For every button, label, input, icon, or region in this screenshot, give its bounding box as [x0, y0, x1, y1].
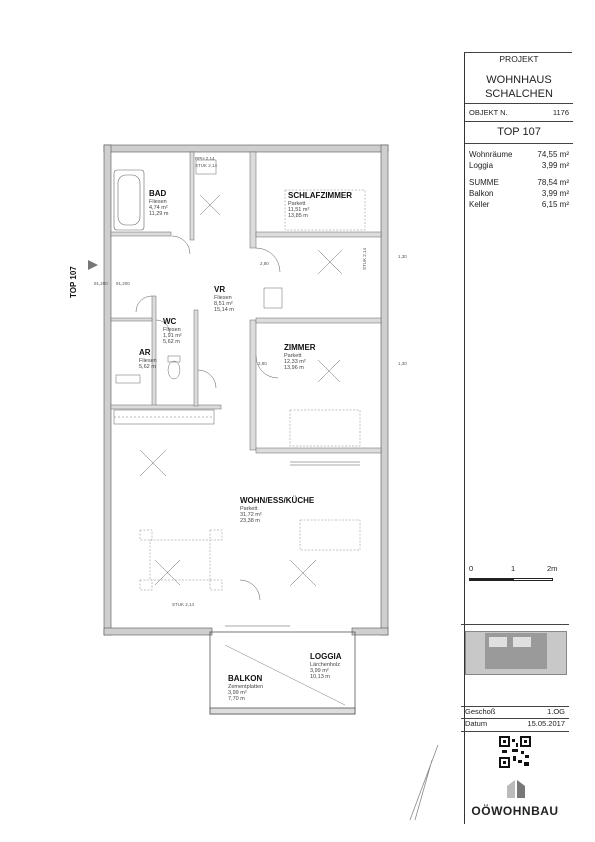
room-label-balkon: BALKON Zementplatten 3,99 m² 7,70 m: [228, 674, 263, 702]
svg-text:WC: WC: [163, 317, 177, 326]
svg-text:Fliesen: Fliesen: [214, 295, 232, 301]
svg-text:13,96 m: 13,96 m: [284, 365, 304, 371]
room-label-vr: VR Fliesen 8,51 m² 15,14 m: [214, 285, 234, 313]
svg-text:RPH 2,14: RPH 2,14: [195, 156, 215, 161]
objekt-label: OBJEKT N.: [469, 108, 508, 117]
svg-text:STUK 2,14: STUK 2,14: [172, 602, 195, 607]
ceiling-lights: [139, 194, 343, 587]
svg-text:4,74 m²: 4,74 m²: [149, 205, 168, 211]
svg-text:1,30: 1,30: [398, 254, 407, 259]
room-label-zimmer: ZIMMER Parkett 12,33 m² 13,96 m: [284, 343, 316, 371]
svg-text:7,70 m: 7,70 m: [228, 696, 245, 702]
total-row-keller: Keller 6,15 m²: [469, 200, 569, 209]
svg-text:91,200: 91,200: [116, 281, 130, 286]
dimension-tags: 91,200 91,200 RPH 2,14 STUK 2,14 STUK 2,…: [94, 156, 407, 607]
project-name-2: SCHALCHEN: [465, 88, 573, 104]
hand-mark: [409, 744, 439, 821]
area-row-wohnraeume: Wohnräume 74,55 m²: [469, 150, 569, 159]
room-label-schlafzimmer: SCHLAFZIMMER Parkett 11,51 m² 13,85 m: [288, 191, 352, 219]
svg-text:BAD: BAD: [149, 189, 167, 198]
svg-text:91,200: 91,200: [94, 281, 108, 286]
svg-text:23,38 m: 23,38 m: [240, 518, 260, 524]
objekt-row: OBJEKT N. 1176: [465, 108, 573, 122]
svg-text:2,80: 2,80: [258, 361, 267, 366]
entry-arrow-icon: [88, 260, 98, 270]
qr-code-icon: [499, 736, 531, 768]
svg-text:3,99 m²: 3,99 m²: [228, 690, 247, 696]
svg-text:12,33 m²: 12,33 m²: [284, 359, 306, 365]
unit-entry-label: TOP 107: [69, 266, 78, 298]
svg-text:VR: VR: [214, 285, 225, 294]
interior-walls: [110, 151, 382, 454]
title-block: PROJEKT WOHNHAUS SCHALCHEN OBJEKT N. 117…: [461, 52, 573, 824]
svg-text:Fliesen: Fliesen: [163, 327, 181, 333]
beds: [284, 189, 366, 447]
outer-walls: [103, 144, 389, 636]
objekt-number: 1176: [552, 108, 569, 117]
svg-text:8,51 m²: 8,51 m²: [214, 301, 233, 307]
room-label-ar: AR Fliesen 5,62 m: [139, 348, 157, 370]
svg-text:LOGGIA: LOGGIA: [310, 652, 342, 661]
area-row-loggia: Loggia 3,99 m²: [469, 161, 569, 170]
svg-text:Parkett: Parkett: [284, 353, 302, 359]
bathtub: [113, 169, 145, 231]
svg-text:Parkett: Parkett: [240, 506, 258, 512]
room-label-wc: WC Fliesen 1,91 m² 5,62 m: [163, 317, 182, 345]
svg-text:Fliesen: Fliesen: [139, 358, 157, 364]
brand-name: OÖWOHNBAU: [471, 804, 559, 818]
info-geschoss: Geschoß 1.OG: [461, 706, 569, 719]
svg-text:SCHLAFZIMMER: SCHLAFZIMMER: [288, 191, 352, 200]
svg-text:ZIMMER: ZIMMER: [284, 343, 316, 352]
svg-text:AR: AR: [139, 348, 151, 357]
svg-text:3,99 m²: 3,99 m²: [310, 668, 329, 674]
info-datum: Datum 15.05.2017: [461, 719, 569, 732]
svg-text:STUK 2,14: STUK 2,14: [195, 163, 218, 168]
svg-text:STUK 2,14: STUK 2,14: [362, 247, 367, 270]
svg-text:5,62 m: 5,62 m: [139, 364, 156, 370]
title-block-top-line: [464, 52, 572, 53]
key-plan: [461, 624, 569, 729]
total-row-summe: SUMME 78,54 m²: [469, 178, 569, 187]
svg-text:2,80: 2,80: [260, 261, 269, 266]
svg-text:15,14 m: 15,14 m: [214, 307, 234, 313]
kitchen-counter: [113, 409, 215, 425]
room-label-wohn: WOHN/ESS/KÜCHE Parkett 31,72 m² 23,38 m: [240, 496, 315, 524]
svg-text:11,29 m: 11,29 m: [149, 211, 169, 217]
balcony-outline: [209, 631, 356, 715]
svg-text:13,85 m: 13,85 m: [288, 213, 308, 219]
project-label: PROJEKT: [499, 54, 539, 64]
room-label-loggia: LOGGIA Lärchenholz 3,99 m² 10,13 m: [310, 652, 342, 680]
svg-text:BALKON: BALKON: [228, 674, 262, 683]
scale-bar: 0 1 2m: [469, 564, 569, 594]
door-swings: [135, 235, 281, 601]
project-name-1: WOHNHAUS: [486, 74, 552, 86]
room-label-bad: BAD Fliesen 4,74 m² 11,29 m: [149, 189, 169, 217]
svg-text:Lärchenholz: Lärchenholz: [310, 662, 340, 668]
svg-text:1,30: 1,30: [398, 361, 407, 366]
unit-name: TOP 107: [465, 126, 573, 144]
dining-set: [139, 519, 361, 591]
floor-plan: BAD Fliesen 4,74 m² 11,29 m SCHLAFZIMMER…: [69, 144, 439, 821]
total-row-balkon: Balkon 3,99 m²: [469, 189, 569, 198]
svg-text:Fliesen: Fliesen: [149, 199, 167, 205]
windows: [225, 461, 360, 627]
svg-text:1,91 m²: 1,91 m²: [163, 333, 182, 339]
brand-logo-icon: [507, 780, 525, 798]
svg-text:11,51 m²: 11,51 m²: [288, 207, 309, 213]
svg-text:Zementplatten: Zementplatten: [228, 684, 263, 690]
svg-text:31,72 m²: 31,72 m²: [240, 512, 262, 518]
svg-text:WOHN/ESS/KÜCHE: WOHN/ESS/KÜCHE: [240, 496, 315, 505]
sanitary-fixtures: [115, 159, 283, 384]
svg-text:5,62 m: 5,62 m: [163, 339, 180, 345]
svg-text:10,13 m: 10,13 m: [310, 674, 330, 680]
svg-text:Parkett: Parkett: [288, 201, 306, 207]
